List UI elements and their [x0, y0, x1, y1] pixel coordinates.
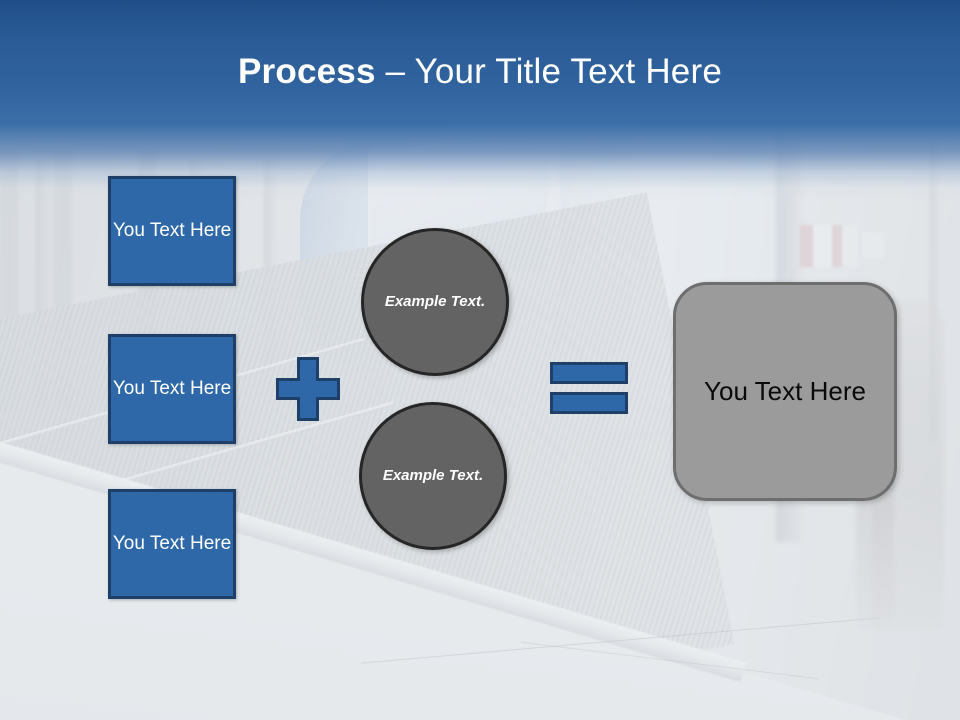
process-circle-2[interactable]: Example Text. — [359, 402, 507, 550]
station-signage — [862, 232, 884, 258]
page-title-rest: – Your Title Text Here — [375, 52, 722, 91]
input-box-3[interactable]: You Text Here — [108, 489, 236, 599]
page-title: Process – Your Title Text Here — [0, 50, 960, 94]
input-box-2-label: You Text Here — [112, 378, 232, 399]
input-box-3-label: You Text Here — [112, 533, 232, 554]
result-box[interactable]: You Text Here — [673, 282, 897, 501]
process-circle-1[interactable]: Example Text. — [361, 228, 509, 376]
input-box-2[interactable]: You Text Here — [108, 334, 236, 444]
equals-icon-bottom-bar — [550, 392, 628, 414]
process-circle-1-label: Example Text. — [384, 293, 486, 310]
equals-icon-top-bar — [550, 362, 628, 384]
page-title-strong: Process — [238, 52, 376, 91]
equals-icon — [550, 362, 628, 414]
train-roof — [346, 128, 596, 142]
station-signage — [800, 225, 858, 267]
input-box-1-label: You Text Here — [112, 220, 232, 241]
plus-icon — [276, 357, 340, 421]
plus-icon-fill-vertical — [300, 360, 316, 418]
input-box-1[interactable]: You Text Here — [108, 176, 236, 286]
result-box-label: You Text Here — [704, 376, 866, 406]
process-circle-2-label: Example Text. — [382, 467, 484, 484]
